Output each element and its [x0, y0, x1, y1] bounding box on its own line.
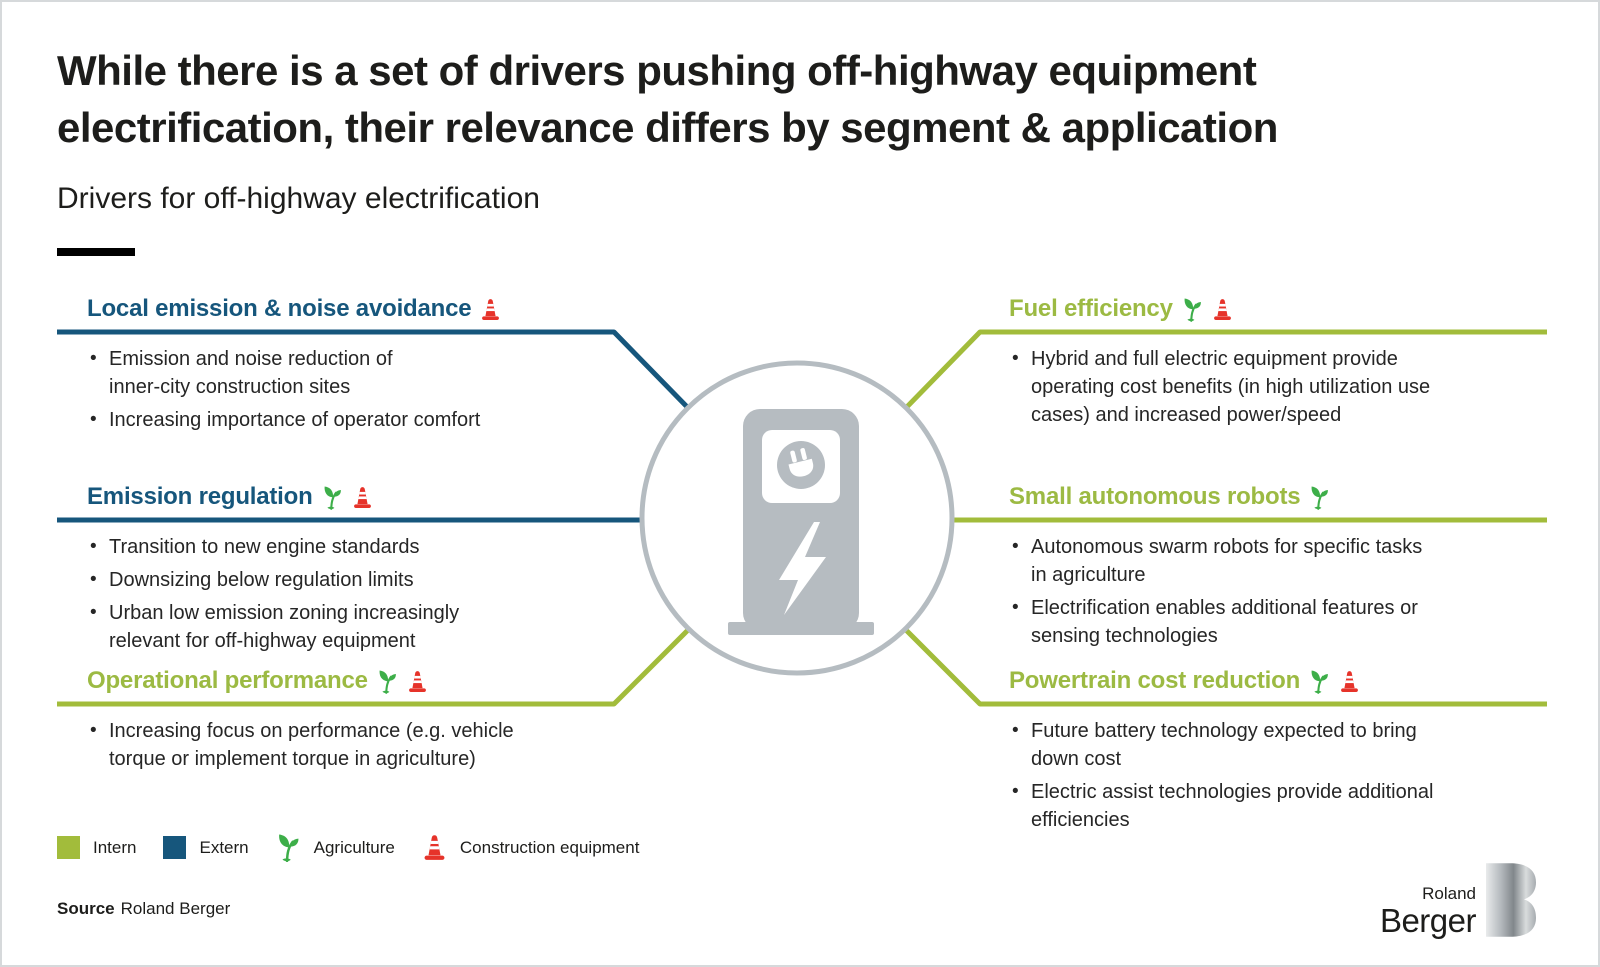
agriculture-icon [377, 669, 398, 694]
ev-charging-station-icon [728, 409, 874, 635]
section-title-text: Small autonomous robots [1009, 483, 1301, 510]
section-heading: Emission regulation [87, 482, 567, 512]
source-line: Source Roland Berger [57, 899, 230, 919]
bullet-list: Increasing focus on performance (e.g. ve… [87, 717, 567, 773]
section-heading: Local emission & noise avoidance [87, 294, 567, 324]
driver-section-emission-regulation: Emission regulation Transition to new en… [87, 482, 567, 660]
page-title: While there is a set of drivers pushing … [57, 42, 1278, 156]
section-heading: Small autonomous robots [1009, 482, 1554, 512]
construction-equipment-icon [480, 297, 501, 322]
roland-berger-logo: Roland Berger [1380, 863, 1536, 937]
legend: Intern Extern Agriculture Construction e… [57, 833, 639, 862]
bullet-list: Future battery technology expected to br… [1009, 717, 1554, 834]
bullet-item: Increasing focus on performance (e.g. ve… [87, 717, 567, 773]
bullet-item: Urban low emission zoning increasingly r… [87, 599, 567, 655]
section-title-text: Fuel efficiency [1009, 295, 1173, 322]
driver-section-local-emission: Local emission & noise avoidance Emissio… [87, 294, 567, 439]
legend-label: Construction equipment [459, 837, 640, 857]
bullet-item: Hybrid and full electric equipment provi… [1009, 345, 1554, 429]
legend-item-intern: Intern [57, 836, 136, 859]
logo-roland-text: Roland [1422, 884, 1476, 903]
legend-item-agriculture: Agriculture [276, 833, 395, 862]
section-title-text: Powertrain cost reduction [1009, 667, 1301, 694]
section-title-text: Operational performance [87, 667, 368, 694]
bullet-list: Autonomous swarm robots for specific tas… [1009, 533, 1554, 650]
bullet-item: Emission and noise reduction of inner-ci… [87, 345, 567, 401]
extern-swatch [163, 836, 187, 859]
driver-section-operational-performance: Operational performance Increasing focus… [87, 666, 567, 778]
section-heading: Fuel efficiency [1009, 294, 1554, 324]
agriculture-icon [1182, 297, 1203, 322]
bullet-item: Increasing importance of operator comfor… [87, 406, 567, 434]
agriculture-icon [1309, 669, 1330, 694]
driver-section-powertrain-cost-reduction: Powertrain cost reduction Future battery… [1009, 666, 1554, 839]
connector-local-emission [57, 329, 696, 416]
construction-equipment-icon [352, 485, 373, 510]
legend-label: Extern [199, 837, 249, 857]
driver-section-fuel-efficiency: Fuel efficiency Hybrid and full electric… [1009, 294, 1554, 434]
lightning-bolt-icon [779, 522, 826, 615]
page-title-line2: electrification, their relevance differs… [57, 104, 1278, 151]
construction-equipment-icon [407, 669, 428, 694]
source-text: Roland Berger [120, 899, 231, 918]
section-title-text: Local emission & noise avoidance [87, 295, 472, 322]
section-heading: Powertrain cost reduction [1009, 666, 1554, 696]
legend-label: Agriculture [313, 837, 395, 857]
logo-b-glyph [1486, 863, 1536, 937]
construction-equipment-icon [1339, 669, 1360, 694]
bullet-item: Autonomous swarm robots for specific tas… [1009, 533, 1554, 589]
bullet-item: Transition to new engine standards [87, 533, 567, 561]
intern-swatch [57, 836, 80, 859]
logo-berger-text: Berger [1379, 902, 1477, 939]
connector-fuel-efficiency [898, 329, 1547, 416]
connector-powertrain-cost-reduction [898, 622, 1547, 707]
legend-item-construction: Construction equipment [422, 833, 640, 862]
bullet-item: Electric assist technologies provide add… [1009, 778, 1554, 834]
connector-operational-performance [57, 622, 696, 707]
bullet-list: Emission and noise reduction of inner-ci… [87, 345, 567, 434]
bullet-list: Transition to new engine standards Downs… [87, 533, 567, 655]
construction-equipment-icon [1212, 297, 1233, 322]
bullet-list: Hybrid and full electric equipment provi… [1009, 345, 1554, 429]
bullet-item: Electrification enables additional featu… [1009, 594, 1554, 650]
bullet-item: Downsizing below regulation limits [87, 566, 567, 594]
page-subtitle: Drivers for off-highway electrification [57, 182, 540, 215]
agriculture-icon [322, 485, 343, 510]
section-title-text: Emission regulation [87, 483, 313, 510]
bullet-item: Future battery technology expected to br… [1009, 717, 1554, 773]
agriculture-icon [276, 833, 301, 862]
driver-section-small-autonomous-robots: Small autonomous robots Autonomous swarm… [1009, 482, 1554, 655]
page-title-line1: While there is a set of drivers pushing … [57, 47, 1257, 94]
construction-equipment-icon [422, 833, 447, 862]
legend-label: Intern [93, 837, 137, 857]
legend-item-extern: Extern [163, 836, 249, 859]
roland-berger-logo-text: Roland Berger [1379, 884, 1477, 939]
title-dash [57, 248, 135, 256]
source-label: Source [57, 899, 115, 918]
agriculture-icon [1309, 485, 1330, 510]
section-heading: Operational performance [87, 666, 567, 696]
